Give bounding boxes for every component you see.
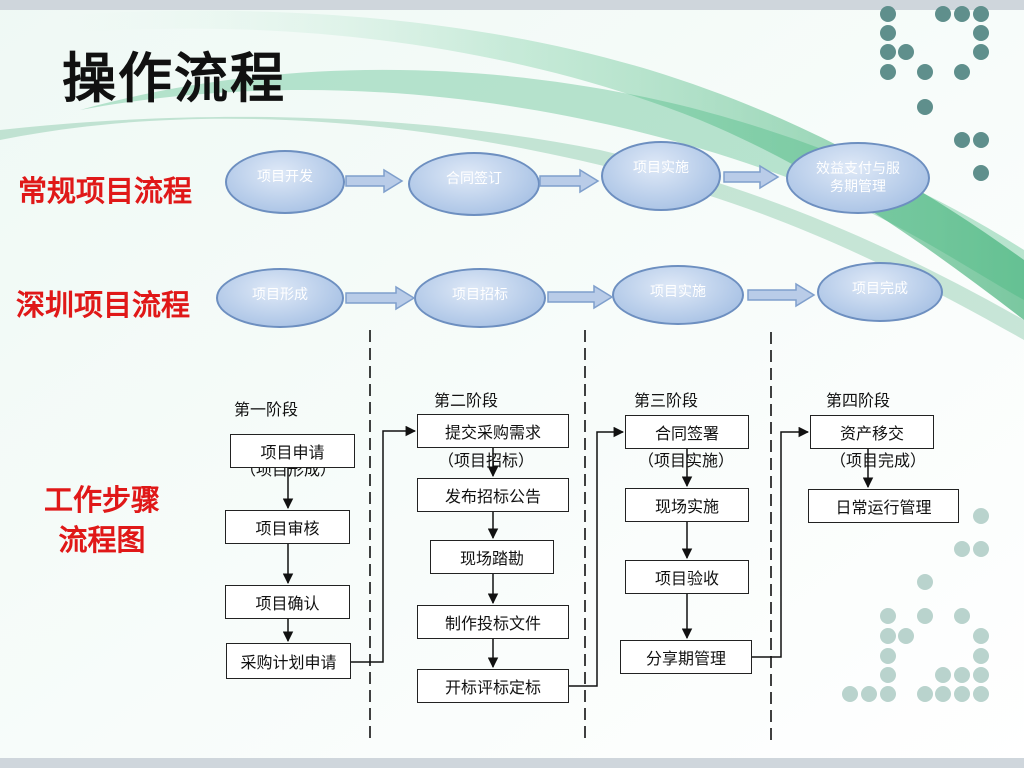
shenzhen-step-3: 项目实施 [612, 265, 744, 325]
stage-3-step-1: 合同签署 [625, 415, 749, 449]
page-title: 操作流程 [62, 47, 286, 110]
stage-1-step-4: 采购计划申请 [226, 643, 351, 679]
stage-3-subtitle: （项目实施） [637, 451, 734, 470]
stage-4-header: 第四阶段 （项目完成） [816, 351, 940, 491]
stage-2-step-4: 制作投标文件 [417, 605, 569, 639]
stage-2-subtitle: （项目招标） [437, 451, 534, 470]
regular-step-4: 效益支付与服务期管理 [786, 142, 930, 214]
stage-3-step-2: 现场实施 [625, 488, 749, 522]
regular-flow-label: 常规项目流程 [18, 174, 193, 208]
stage-4-step-1: 资产移交 [810, 415, 934, 449]
stage-1-step-2: 项目审核 [225, 510, 350, 544]
stage-4-step-2: 日常运行管理 [808, 489, 959, 523]
stage-2-step-1: 提交采购需求 [417, 414, 569, 448]
stage-2-step-5: 开标评标定标 [417, 669, 569, 703]
shenzhen-step-1: 项目形成 [216, 268, 344, 328]
shenzhen-step-2: 项目招标 [414, 268, 546, 328]
workflow-label-line2: 流程图 [58, 523, 146, 557]
shenzhen-flow-label: 深圳项目流程 [16, 288, 191, 322]
workflow-label: 工作步骤 流程图 [44, 480, 160, 560]
regular-step-2: 合同签订 [408, 152, 540, 216]
stage-3-header: 第三阶段 （项目实施） [624, 351, 748, 491]
workflow-label-line1: 工作步骤 [44, 483, 161, 517]
stage-3-title: 第三阶段 [634, 391, 699, 410]
stage-2-title: 第二阶段 [434, 391, 499, 410]
stage-1-step-1: 项目申请 [230, 434, 355, 468]
stage-3-step-3: 项目验收 [625, 560, 749, 594]
shenzhen-step-4: 项目完成 [817, 262, 943, 322]
stage-3-step-4: 分享期管理 [620, 640, 752, 674]
regular-step-3: 项目实施 [601, 141, 721, 211]
stage-1-step-3: 项目确认 [225, 585, 350, 619]
stage-1-title: 第一阶段 [234, 400, 299, 419]
stage-2-step-3: 现场踏勘 [430, 540, 554, 574]
stage-1-header: 第一阶段 （项目形成） [226, 360, 350, 500]
regular-step-1: 项目开发 [225, 150, 345, 214]
stage-4-subtitle: （项目完成） [829, 451, 926, 470]
stage-4-title: 第四阶段 [826, 391, 891, 410]
stage-2-header: 第二阶段 （项目招标） [424, 351, 548, 491]
stage-2-step-2: 发布招标公告 [417, 478, 569, 512]
